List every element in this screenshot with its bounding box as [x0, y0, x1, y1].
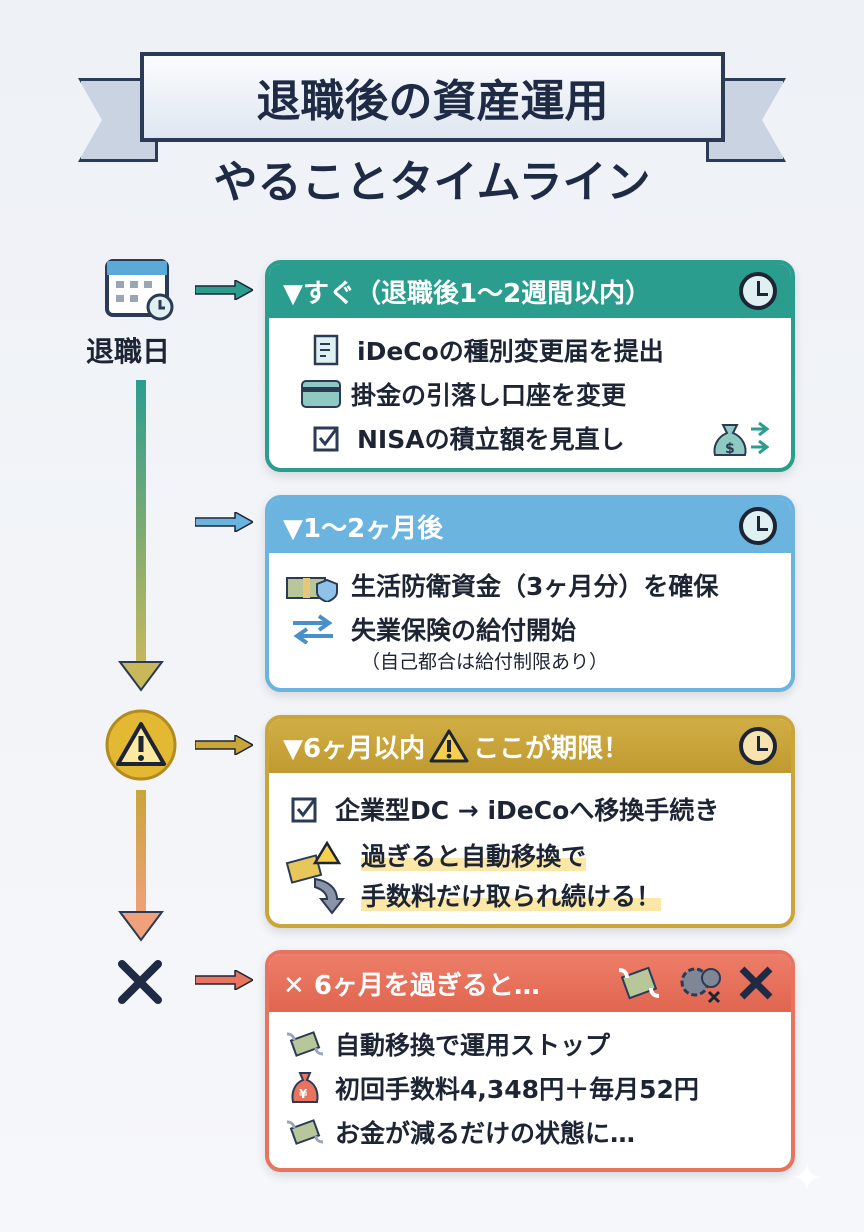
cross-icon — [739, 966, 773, 1000]
list-item: 失業保険の給付開始 — [285, 607, 775, 651]
broken-gear-icon — [680, 967, 721, 1004]
cross-icon — [118, 960, 162, 1004]
warning-line-2: 手数料だけ取られ続ける！ — [361, 882, 662, 911]
card-title: ▼すぐ（退職後1～2週間以内） — [283, 278, 652, 309]
list-item: iDeCoの種別変更届を提出 — [285, 328, 775, 372]
flying-money-icon — [618, 966, 660, 1000]
money-loss-icon — [285, 840, 346, 915]
list-item: お金が減るだけの状態に… — [285, 1110, 775, 1154]
clock-icon — [739, 507, 777, 545]
card-immediate: ▼すぐ（退職後1～2週間以内） iDeCoの種別変更届を提出 掛金の引落し口座を… — [265, 260, 795, 472]
arrow-right-icon — [195, 280, 253, 300]
timeline-arrowhead-2 — [118, 911, 164, 942]
list-item: 生活防衛資金（3ヶ月分）を確保 — [285, 563, 775, 607]
subtitle: やることタイムライン — [213, 157, 651, 208]
svg-text:¥: ¥ — [299, 1087, 308, 1101]
arrow-right-icon — [195, 970, 253, 990]
clock-icon — [739, 727, 777, 765]
list-item: ¥初回手数料4,348円＋毎月52円 — [285, 1066, 775, 1110]
warning-line-1: 過ぎると自動移換で — [361, 842, 587, 871]
cash-shield-icon — [285, 569, 341, 602]
title-banner: 退職後の資産運用 — [140, 52, 725, 142]
card-title: ▼6ヶ月以内 — [283, 733, 426, 764]
card-after-6-months: ✕ 6ヶ月を過ぎると… 自動移換で運用ストップ ¥初回手数料4,348円＋毎月5… — [265, 950, 795, 1172]
timeline-arrowhead — [118, 661, 164, 692]
note: （自己都合は給付制限あり） — [361, 651, 609, 673]
card-header: ▼すぐ（退職後1～2週間以内） — [269, 264, 791, 318]
card-header: ▼1～2ヶ月後 — [269, 499, 791, 553]
calendar-icon — [105, 259, 174, 321]
card-within-6-months: ▼6ヶ月以内 ここが期限！ 企業型DC → iDeCoへ移換手続き 過ぎると自動… — [265, 715, 795, 928]
money-bag-arrows-icon: $ — [713, 421, 770, 457]
list-item: 自動移換で運用ストップ — [285, 1022, 775, 1066]
credit-card-icon — [301, 378, 341, 410]
exchange-arrows-icon — [285, 613, 341, 645]
card-header: ▼6ヶ月以内 ここが期限！ — [269, 719, 791, 773]
svg-text:$: $ — [725, 441, 735, 457]
flying-money-icon — [285, 1116, 325, 1148]
timeline-line — [136, 380, 146, 670]
clock-icon — [739, 272, 777, 310]
flying-money-icon — [285, 1028, 325, 1060]
checkbox-icon — [285, 793, 325, 825]
yen-bag-icon: ¥ — [285, 1072, 325, 1104]
card-header: ✕ 6ヶ月を過ぎると… — [269, 954, 791, 1012]
arrow-right-icon — [195, 512, 253, 532]
sparkle-icon — [792, 1162, 822, 1192]
card-title: ▼1～2ヶ月後 — [283, 513, 444, 544]
deadline-label: ここが期限！ — [473, 733, 630, 764]
warning-circle-icon — [105, 709, 177, 781]
timeline-line-2 — [136, 790, 146, 915]
list-item: 掛金の引落し口座を変更 — [285, 372, 775, 416]
card-title: ✕ 6ヶ月を過ぎると… — [283, 970, 540, 1001]
arrow-right-icon — [195, 735, 253, 755]
list-item: 企業型DC → iDeCoへ移換手続き — [285, 787, 775, 831]
warning-icon — [429, 729, 469, 763]
warning-block: 過ぎると自動移換で 手数料だけ取られ続ける！ — [285, 837, 775, 917]
document-pen-icon — [307, 334, 347, 366]
checkbox-icon — [307, 422, 347, 454]
card-1-2-months: ▼1～2ヶ月後 生活防衛資金（3ヶ月分）を確保 失業保険の給付開始 （自己都合は… — [265, 495, 795, 692]
list-item: NISAの積立額を見直し $ — [285, 416, 775, 460]
retirement-day-label: 退職日 — [86, 335, 171, 368]
